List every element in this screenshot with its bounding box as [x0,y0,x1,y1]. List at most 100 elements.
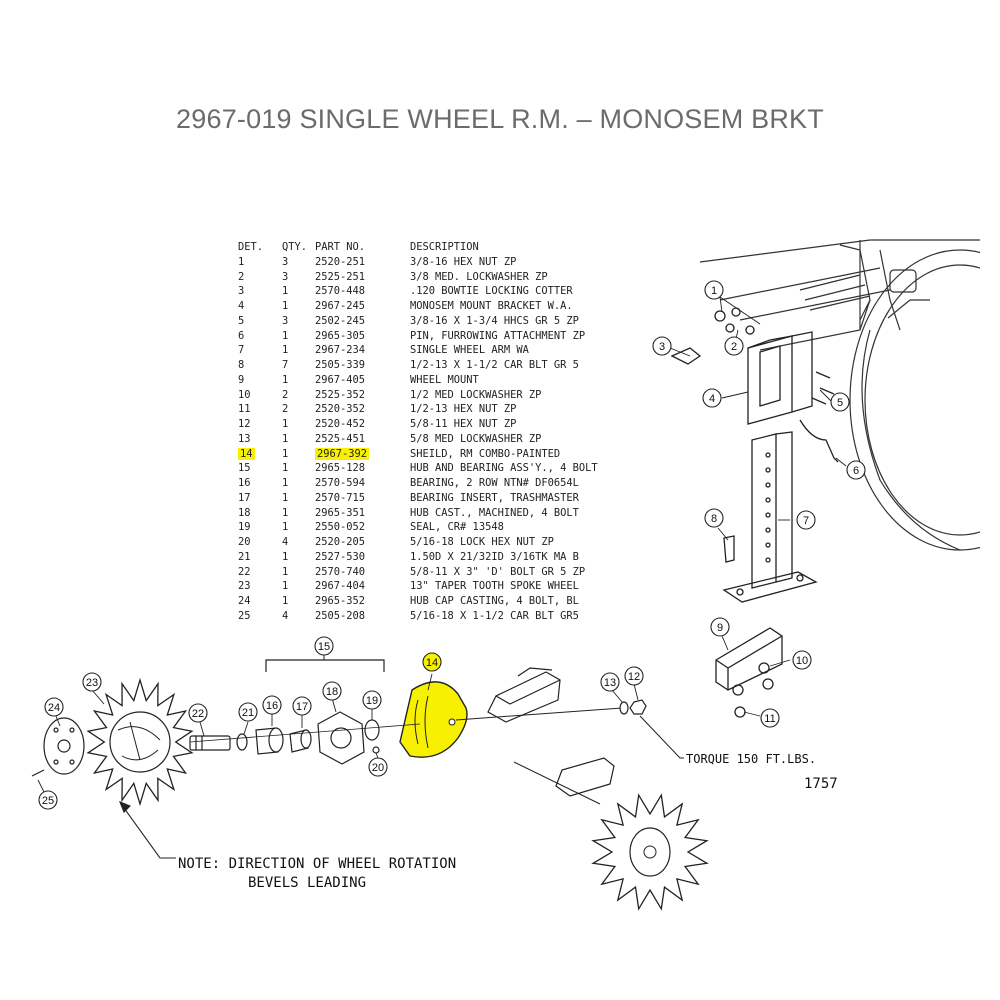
row-description-text: 5/8 MED LOCKWASHER ZP [410,432,542,445]
row-part-no-text: 2570-448 [315,285,366,298]
row-qty-text: 2 [282,403,289,416]
row-det: 22 [238,565,282,580]
row-part-no: 2505-208 [315,609,410,624]
row-part-no: 2502-245 [315,314,410,329]
row-part-no: 2570-594 [315,476,410,491]
row-description-text: 5/8-11 HEX NUT ZP [410,418,517,430]
row-description-text: 5/16-18 LOCK HEX NUT ZP [410,536,554,548]
row-description-text: 3/8-16 X 1-3/4 HHCS GR 5 ZP [410,314,579,327]
row-det: 21 [238,550,282,565]
callout-label-5: 5 [837,397,843,409]
row-qty: 1 [282,491,315,506]
row-part-no-text: 2520-205 [315,536,366,548]
callout-circle-25 [38,790,58,810]
callout-label-15: 15 [318,641,330,653]
axle-line [455,707,623,721]
row-det: 15 [238,461,282,476]
row-description: MONOSEM MOUNT BRACKET W.A. [410,299,650,314]
bracket-15 [265,659,385,672]
row-det: 20 [238,535,282,550]
row-description: SEAL, CR# 13548 [410,520,650,535]
row-part-no-text: 2965-128 [315,462,366,475]
row-det: 14 [238,447,282,462]
row-description: 3/8-16 X 1-3/4 HHCS GR 5 ZP [410,314,650,329]
row-part-no: 2520-251 [315,255,410,270]
row-part-no-text: 2965-305 [315,329,366,342]
callout-label-7: 7 [803,515,809,527]
row-part-no-text: 2525-352 [315,388,366,401]
row-part-no: 2570-715 [315,491,410,506]
row-description-text: 3/8 MED. LOCKWASHER ZP [410,270,548,283]
row-qty-text: 1 [282,477,289,489]
row-det: 19 [238,520,282,535]
hub-cap-24 [43,717,85,775]
row-qty: 1 [282,417,315,432]
row-part-no: 2525-251 [315,270,410,285]
row-det: 25 [238,609,282,624]
row-part-no-text: 2570-740 [315,565,366,578]
callout-label-14: 14 [426,657,438,669]
drawing-number: 1757 [804,776,838,792]
row-part-no: 2965-128 [315,461,410,476]
row-qty-text: 1 [282,521,289,534]
row-description: 5/8-11 HEX NUT ZP [410,417,650,432]
row-det-text: 4 [238,300,245,312]
row-part-no-text: 2967-404 [315,580,366,593]
row-part-no: 2967-405 [315,373,410,388]
row-det: 6 [238,329,282,344]
row-description: 5/8 MED LOCKWASHER ZP [410,432,650,447]
row-qty: 1 [282,565,315,580]
row-part-no: 2525-451 [315,432,410,447]
bolt-25 [31,769,45,777]
row-part-no: 2520-205 [315,535,410,550]
row-det-text: 15 [238,462,251,475]
callout-label-22: 22 [192,708,204,720]
row-qty-text: 1 [282,285,289,298]
row-part-no: 2967-392 [315,447,410,462]
row-qty: 1 [282,373,315,388]
axle-line-left [189,723,421,743]
row-det-text: 16 [238,477,251,489]
row-part-no-text: 2525-251 [315,270,366,283]
row-qty: 1 [282,284,315,299]
row-description-text: PIN, FURROWING ATTACHMENT ZP [410,329,586,342]
wheel-mount-lower [487,667,561,723]
row-det-text: 11 [238,403,251,416]
row-description: 5/16-18 X 1-1/2 CAR BLT GR5 [410,609,650,624]
row-det-text: 5 [238,314,245,327]
callout-circle-23 [82,672,102,692]
callout-label-23: 23 [86,677,98,689]
row-det: 17 [238,491,282,506]
row-part-no: 2570-448 [315,284,410,299]
row-description: HUB CAP CASTING, 4 BOLT, BL [410,594,650,609]
callout-circle-1 [704,280,724,300]
callout-label-2: 2 [731,341,737,353]
callout-label-9: 9 [717,622,723,634]
row-description: 3/8 MED. LOCKWASHER ZP [410,270,650,285]
row-qty-text: 3 [282,270,289,283]
callout-circle-11 [760,708,780,728]
row-det: 2 [238,270,282,285]
row-description-text: 1/2 MED LOCKWASHER ZP [410,388,542,401]
callout-label-20: 20 [372,762,384,774]
row-det-text: 19 [238,521,251,534]
row-qty: 1 [282,329,315,344]
row-part-no: 2520-452 [315,417,410,432]
callout-label-1: 1 [711,285,717,297]
callout-circle-17 [292,696,312,716]
callout-label-12: 12 [628,671,640,683]
row-qty-text: 1 [282,329,289,342]
row-description-text: HUB CAP CASTING, 4 BOLT, BL [410,595,579,607]
row-qty-text: 1 [282,344,289,357]
